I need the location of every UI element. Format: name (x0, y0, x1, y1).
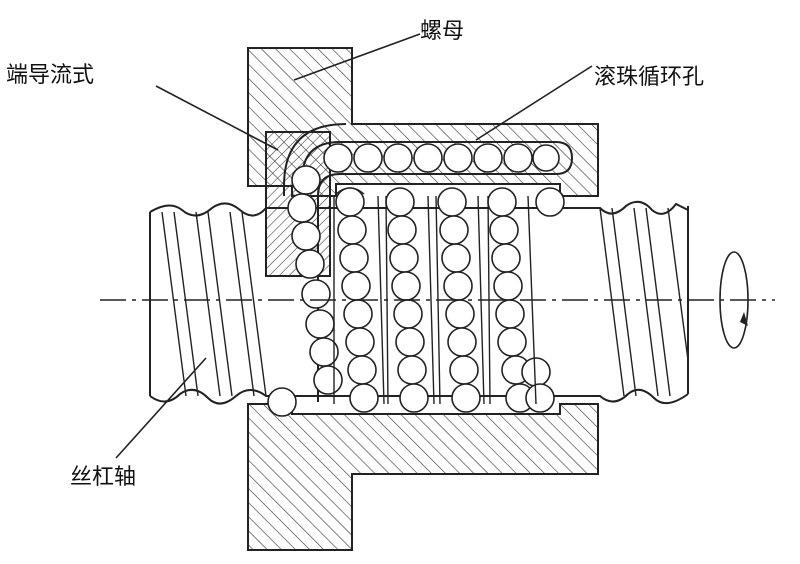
label-recirc-hole: 滚珠循环孔 (594, 65, 704, 90)
ball-columns (333, 187, 565, 413)
label-nut: 螺母 (420, 19, 464, 44)
recirculation-channel (283, 123, 574, 402)
leader-recirc-hole (475, 65, 593, 141)
recirc-balls (287, 143, 560, 395)
label-end-guide: 端导流式 (6, 63, 94, 88)
leader-lines (115, 33, 593, 459)
lower-gap-balls (267, 387, 297, 417)
ball-column-2 (385, 187, 429, 413)
leader-screw-shaft (115, 357, 207, 459)
ball-column-1 (335, 187, 379, 413)
leader-end-guide (155, 85, 279, 151)
ball-column-5 (521, 187, 565, 413)
rotation-arrow-icon (719, 251, 749, 349)
label-screw-shaft: 丝杠轴 (70, 465, 136, 490)
leader-nut (293, 33, 421, 81)
ball-column-4 (487, 187, 535, 413)
